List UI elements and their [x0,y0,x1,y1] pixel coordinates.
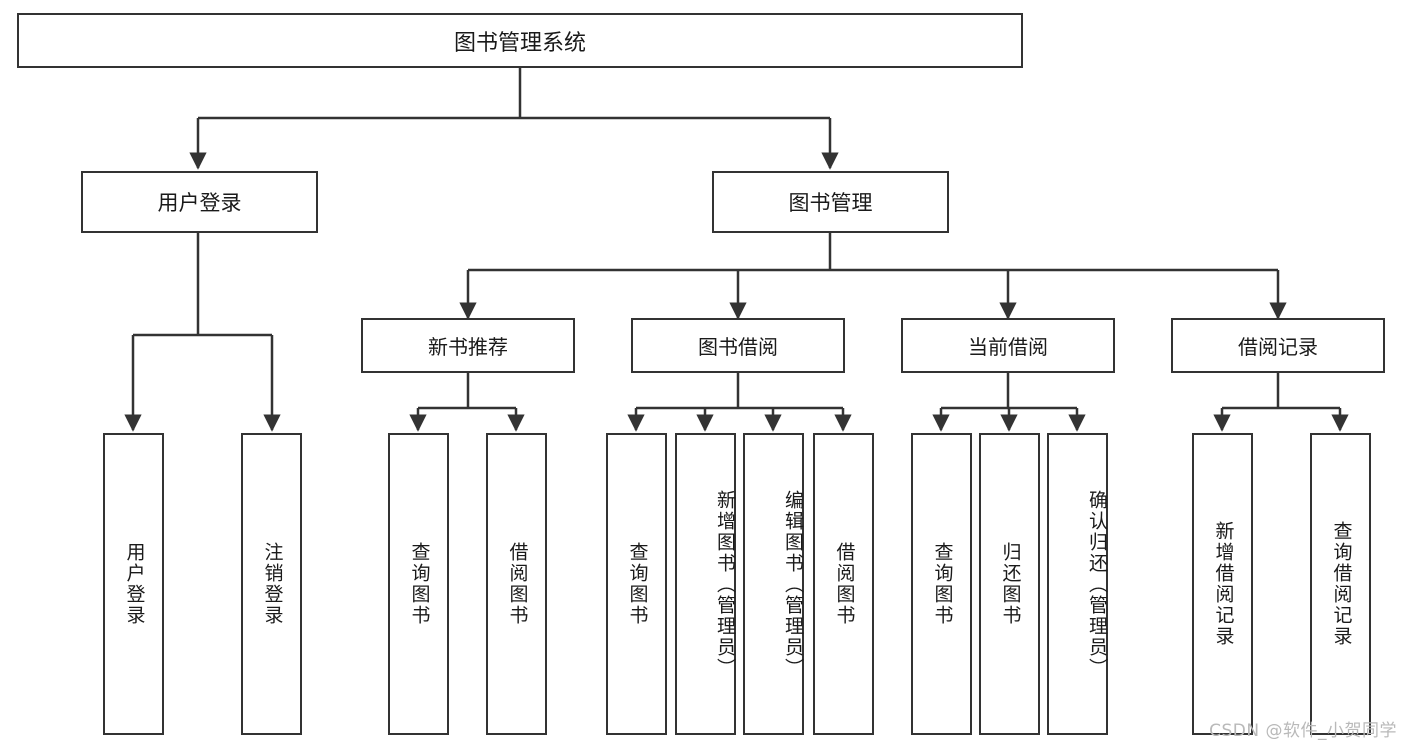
node-label: 查询借阅记录 [1330,521,1353,647]
node-borrow-records[interactable]: 借阅记录 [1171,318,1385,373]
node-label: 新书推荐 [428,335,508,359]
node-current-borrow[interactable]: 当前借阅 [901,318,1115,373]
leaf-borrow-records-add-record[interactable]: 新增借阅记录 [1192,433,1253,735]
node-new-book-recommend[interactable]: 新书推荐 [361,318,575,373]
leaf-new-book-borrow-book[interactable]: 借阅图书 [486,433,547,735]
node-label: 查询图书 [408,542,431,626]
node-user-login[interactable]: 用户登录 [81,171,318,233]
leaf-book-borrow-add-book-admin[interactable]: 新增图书（管理员） [675,433,736,735]
node-label: 查询图书 [626,542,649,626]
node-label: 新增借阅记录 [1212,521,1235,647]
node-label: 查询图书 [931,542,954,626]
leaf-book-borrow-borrow-book[interactable]: 借阅图书 [813,433,874,735]
leaf-current-borrow-return-book[interactable]: 归还图书 [979,433,1040,735]
node-label: 新增图书（管理员） [714,489,736,679]
leaf-new-book-query-book[interactable]: 查询图书 [388,433,449,735]
node-label: 当前借阅 [968,335,1048,359]
node-label: 归还图书 [999,542,1022,626]
node-label: 借阅记录 [1238,335,1318,359]
node-book-borrow[interactable]: 图书借阅 [631,318,845,373]
watermark-text: CSDN @软件_小贺同学 [1209,721,1397,741]
leaf-current-borrow-query-book[interactable]: 查询图书 [911,433,972,735]
leaf-user-login-login[interactable]: 用户登录 [103,433,164,735]
leaf-current-borrow-confirm-return-admin[interactable]: 确认归还（管理员） [1047,433,1108,735]
node-label: 注销登录 [261,542,284,626]
node-label: 用户登录 [123,542,146,626]
node-root-book-management-system[interactable]: 图书管理系统 [17,13,1023,68]
leaf-borrow-records-query-record[interactable]: 查询借阅记录 [1310,433,1371,735]
node-label: 图书管理系统 [453,30,586,56]
leaf-book-borrow-edit-book-admin[interactable]: 编辑图书（管理员） [743,433,804,735]
node-label: 编辑图书（管理员） [782,489,804,679]
node-book-management[interactable]: 图书管理 [712,171,949,233]
node-label: 图书借阅 [698,335,778,359]
node-label: 借阅图书 [833,542,856,626]
node-label: 用户登录 [157,191,242,215]
leaf-book-borrow-query-book[interactable]: 查询图书 [606,433,667,735]
node-label: 确认归还（管理员） [1086,489,1108,679]
leaf-user-login-logout[interactable]: 注销登录 [241,433,302,735]
node-label: 图书管理 [788,191,873,215]
node-label: 借阅图书 [506,542,529,626]
